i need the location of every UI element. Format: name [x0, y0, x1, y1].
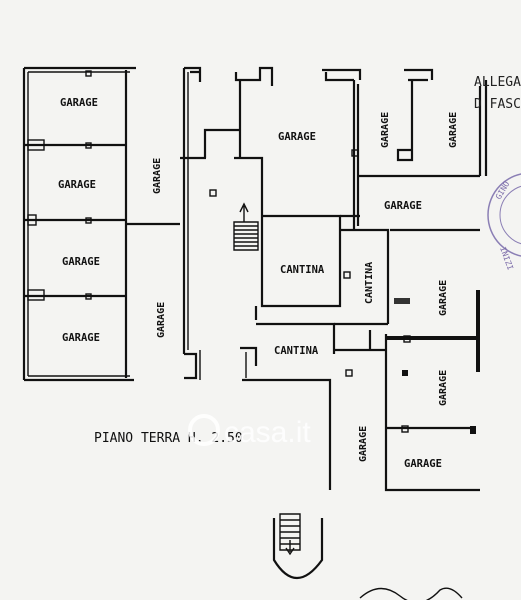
margin-text: ALLEGAT	[474, 75, 521, 90]
left-garage-block	[22, 66, 180, 382]
room-label-cantina: CANTINA	[280, 264, 325, 276]
room-label-garage: GARAGE	[62, 332, 100, 344]
signature-scribble	[359, 587, 463, 600]
external-stair	[272, 513, 324, 579]
plan-caption: PIANO TERRA H. 2.50	[94, 431, 243, 446]
room-label-garage: GARAGE	[152, 158, 163, 194]
room-label-garage: GARAGE	[58, 179, 96, 191]
room-label-garage: GARAGE	[448, 112, 459, 148]
room-label-garage: GARAGE	[62, 256, 100, 268]
room-label-cantina: CANTINA	[274, 345, 319, 357]
right-garage-block	[384, 80, 488, 492]
center-rooms	[240, 68, 480, 490]
room-label-garage: GARAGE	[438, 370, 449, 406]
room-label-garage: GARAGE	[380, 112, 391, 148]
room-label-garage: GARAGE	[278, 131, 316, 143]
room-label-cantina: CANTINA	[364, 262, 375, 304]
watermark: casa.it	[188, 414, 311, 449]
room-label-garage: GARAGE	[60, 97, 98, 109]
room-label-garage: GARAGE	[156, 302, 167, 338]
stair-icon	[233, 202, 259, 251]
room-label-garage: GARAGE	[438, 280, 449, 316]
central-corridor	[180, 66, 274, 380]
room-label-garage: GARAGE	[384, 200, 422, 212]
stamp-text-1: GINO	[494, 180, 512, 201]
official-stamp: GINO INIZI	[487, 173, 521, 272]
room-label-garage: GARAGE	[404, 458, 442, 470]
watermark-text: casa.it	[224, 416, 311, 449]
margin-text: D FASC	[474, 97, 521, 112]
room-label-garage: GARAGE	[358, 426, 369, 462]
stamp-text-2: INIZI	[498, 246, 515, 272]
